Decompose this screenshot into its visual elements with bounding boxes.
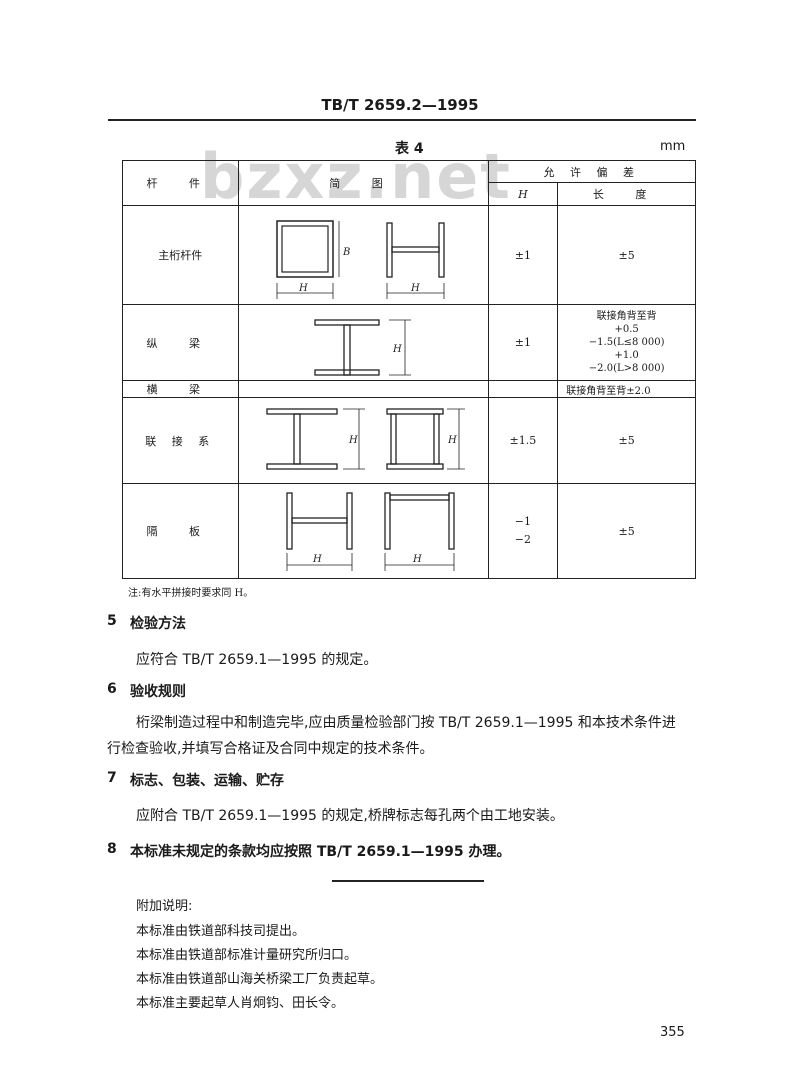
dim-h: H [312, 554, 322, 565]
row-member: 横 梁 [122, 380, 239, 398]
dim-h: H [412, 554, 422, 565]
section-7-text: 应附合 TB/T 2659.1—1995 的规定,桥牌标志每孔两个由工地安装。 [136, 808, 564, 824]
sketch-main-truss: B H H [237, 205, 489, 305]
section-5-title: 检验方法 [130, 616, 186, 632]
row-length-tol: ±5 [557, 397, 696, 484]
additional-line: 本标准主要起草人肖炯钧、田长令。 [136, 996, 345, 1011]
section-8-number: 8 [107, 841, 117, 857]
sketch-bracing: H H [237, 397, 489, 484]
header-rule [108, 119, 696, 121]
section-8-title: 本标准未规定的条款均应按照 TB/T 2659.1—1995 办理。 [130, 844, 511, 860]
section-6-text-line-1: 桁梁制造过程中和制造完毕,应由质量检验部门按 TB/T 2659.1—1995 … [136, 715, 676, 731]
row-h-tol: ±1 [487, 205, 559, 305]
dim-h: H [392, 344, 402, 355]
header-tol-length: 长 度 [557, 182, 696, 206]
row-h-tol: ±1 [487, 304, 559, 381]
additional-line: 本标准由铁道部标准计量研究所归口。 [136, 948, 358, 963]
dim-h: H [298, 283, 308, 294]
additional-line: 本标准由铁道部山海关桥梁工厂负责起草。 [136, 972, 384, 987]
sketch-floor-beam [237, 380, 489, 398]
sketch-diaphragm: H H [237, 483, 489, 579]
header-tolerance: 允 许 偏 差 [487, 160, 697, 183]
row-h-tol [487, 380, 559, 398]
diaphragm-sketch: H H [285, 491, 455, 571]
table-caption: 表 4 [395, 141, 424, 157]
standard-code: TB/T 2659.2—1995 [321, 96, 479, 114]
dim-h: H [410, 283, 420, 294]
table-note: 注:有水平拼接时要求同 H。 [128, 588, 254, 599]
row-member: 隔 板 [122, 483, 239, 579]
stringer-sketch: H [313, 318, 411, 376]
tolerance-table: 杆 件 简 图 允 许 偏 差 H 长 度 主桁杆件 B H [122, 160, 697, 579]
bracing-sketch: H H [265, 407, 465, 470]
section-6-title: 验收规则 [130, 684, 186, 700]
row-h-tol: ±1.5 [487, 397, 559, 484]
row-h-tol: −1 −2 [487, 483, 559, 579]
main-truss-sketch: B H H [275, 219, 445, 299]
additional-line: 本标准由铁道部科技司提出。 [136, 924, 306, 939]
sketch-stringer: H [237, 304, 489, 381]
section-5-text: 应符合 TB/T 2659.1—1995 的规定。 [136, 652, 378, 668]
section-7-number: 7 [107, 770, 117, 786]
header-member: 杆 件 [122, 160, 239, 206]
header-tol-h: H [487, 182, 559, 206]
dim-b: B [342, 247, 350, 258]
divider [332, 880, 484, 882]
row-length-tol: ±5 [557, 205, 696, 305]
dim-h: H [447, 435, 457, 446]
row-member: 主桁杆件 [122, 205, 239, 305]
section-7-title: 标志、包装、运输、贮存 [130, 773, 284, 789]
table-unit: mm [660, 139, 686, 154]
header-sketch: 简 图 [237, 160, 489, 206]
page-number: 355 [660, 1025, 685, 1040]
row-length-tol: 联接角背至背 +0.5 −1.5(L≤8 000) +1.0 −2.0(L>8 … [557, 304, 696, 381]
row-length-tol: 联接角背至背±2.0 [557, 380, 696, 398]
section-6-number: 6 [107, 681, 117, 697]
row-member: 联 接 系 [122, 397, 239, 484]
dim-h: H [348, 435, 358, 446]
additional-title: 附加说明: [136, 899, 193, 914]
row-length-tol: ±5 [557, 483, 696, 579]
row-member: 纵 梁 [122, 304, 239, 381]
section-5-number: 5 [107, 613, 117, 629]
section-6-text-line-2: 行检查验收,并填写合格证及合同中规定的技术条件。 [107, 741, 434, 757]
